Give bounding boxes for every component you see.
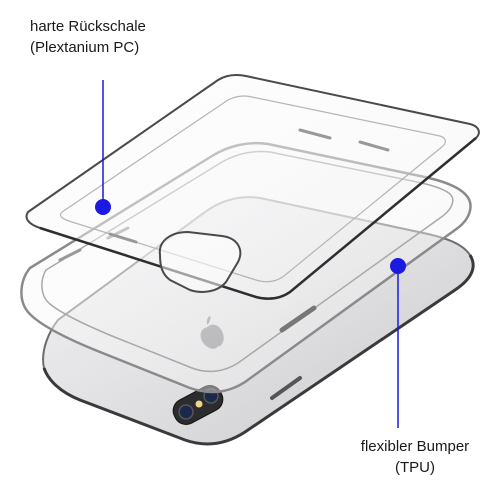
shell-button-cutout: [358, 140, 390, 152]
callout-hard-shell: [95, 80, 111, 215]
callout-dot: [95, 199, 111, 215]
phone-edge-shadow: [42, 254, 475, 446]
bumper-button-cutout: [279, 305, 317, 333]
shell-button-cutout: [298, 128, 332, 140]
camera-cutout: [158, 230, 242, 293]
hard-back-shell: [25, 74, 480, 300]
label-bumper-line1: flexibler Bumper: [360, 438, 470, 455]
bumper-button-cutout: [58, 248, 82, 262]
side-button: [270, 376, 302, 400]
callout-bumper: [390, 258, 406, 428]
camera-lens-icon: [178, 404, 194, 420]
callout-dot: [390, 258, 406, 274]
label-bumper-line2: (TPU): [395, 459, 435, 476]
label-hard-shell: harte Rückschale (Plextanium PC): [30, 16, 146, 58]
label-hard-shell-line2: (Plextanium PC): [30, 39, 140, 56]
shell-button-cutout: [108, 232, 138, 244]
label-bumper: flexibler Bumper (TPU): [340, 436, 490, 478]
shell-inner-rim: [59, 95, 446, 283]
label-hard-shell-line1: harte Rückschale: [30, 18, 146, 35]
flash-icon: [195, 400, 203, 408]
shell-edge-highlight: [39, 137, 477, 300]
